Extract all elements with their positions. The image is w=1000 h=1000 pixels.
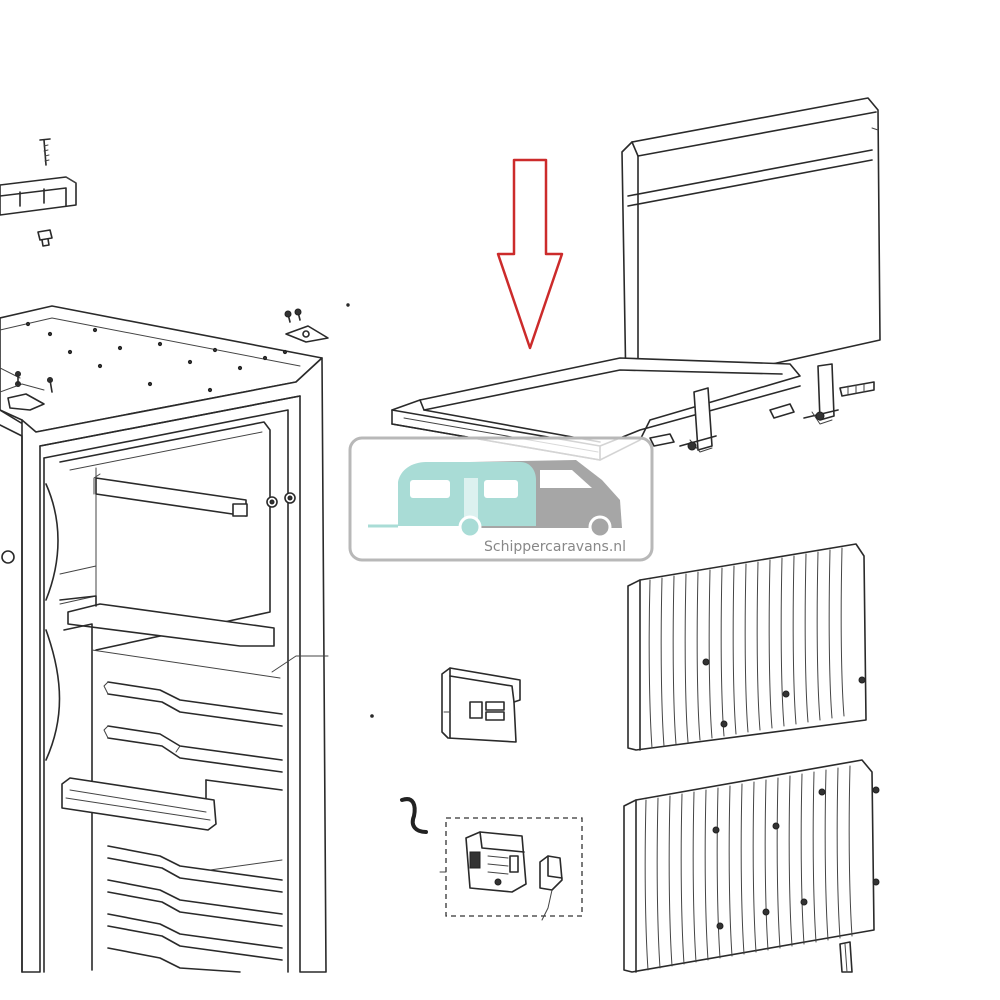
down-arrow-icon bbox=[496, 158, 564, 350]
bracket-nut bbox=[37, 229, 53, 247]
refrigerator-cabinet bbox=[0, 305, 329, 973]
top-hinge-parts bbox=[0, 367, 53, 411]
top-hinge-bracket bbox=[0, 176, 77, 216]
drip-strip bbox=[839, 941, 853, 973]
electronics-module-group bbox=[439, 817, 583, 921]
upper-vent-grille bbox=[627, 543, 867, 751]
upper-door-panel bbox=[621, 97, 881, 395]
watermark: Schippercaravans.nl bbox=[348, 436, 654, 562]
connector-wire bbox=[400, 797, 428, 834]
lower-vent-grille bbox=[623, 759, 880, 973]
caravan-camper-logo-icon bbox=[368, 460, 622, 539]
control-panel-cover bbox=[441, 667, 521, 743]
watermark-text: Schippercaravans.nl bbox=[484, 539, 626, 555]
top-screw bbox=[39, 138, 51, 166]
right-hinge-screws bbox=[284, 308, 329, 343]
